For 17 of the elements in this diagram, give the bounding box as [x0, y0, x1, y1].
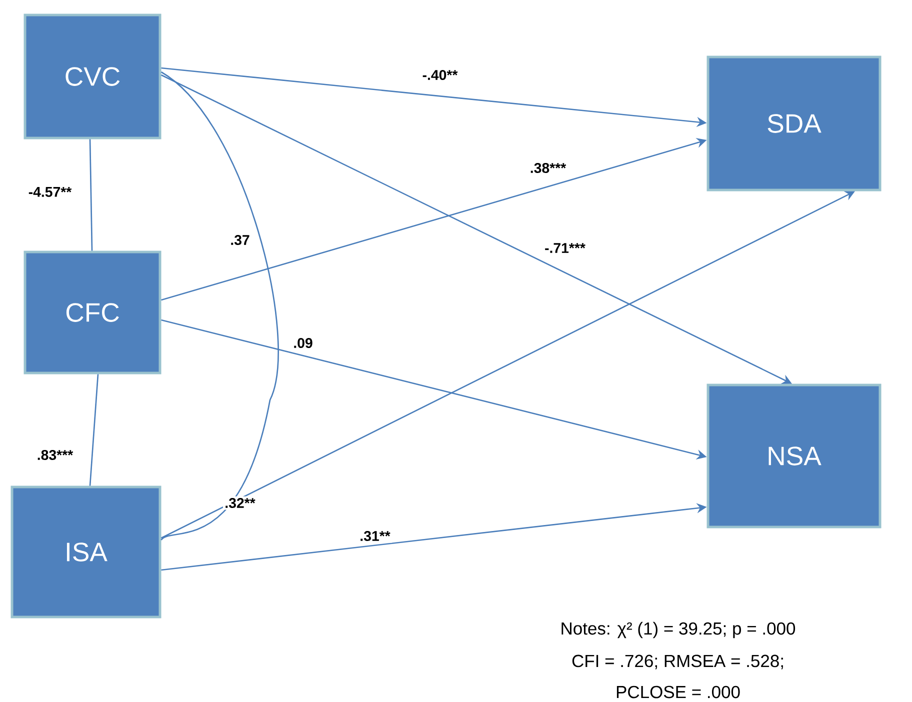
variable-box: SDA: [706, 56, 882, 192]
variable-box: CVC: [24, 14, 162, 140]
coefficient-label: .31**: [358, 529, 392, 543]
coefficient-label: .32**: [222, 496, 258, 510]
coefficient-label: .38***: [528, 161, 568, 175]
fit-note: PCLOSE = .000: [616, 686, 740, 698]
fit-note: CFI = .726; RMSEA = .528;: [572, 654, 783, 670]
coefficient-label: .83***: [35, 448, 75, 462]
coefficient-label: .09: [292, 336, 315, 350]
coefficient-label: .37: [228, 233, 252, 247]
coefficient-label: -.71***: [542, 241, 588, 255]
coefficient-label: -.40**: [420, 68, 460, 82]
variable-box: NSA: [706, 384, 882, 528]
fit-note: Notes: χ² (1) = 39.25; p = .000: [562, 622, 796, 638]
variable-box: CFC: [24, 250, 162, 374]
coefficient-label: -4.57**: [26, 185, 74, 199]
variable-box: ISA: [10, 486, 162, 618]
